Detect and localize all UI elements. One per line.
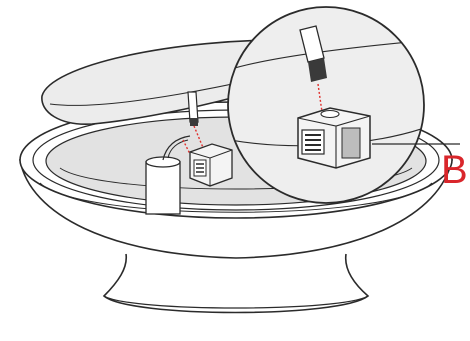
callout-label-b: B [441, 150, 468, 190]
terminal-connector-small [190, 144, 232, 186]
terminal-connector-large [298, 108, 370, 168]
light-unit [146, 157, 180, 214]
bowl-pedestal [104, 254, 368, 313]
